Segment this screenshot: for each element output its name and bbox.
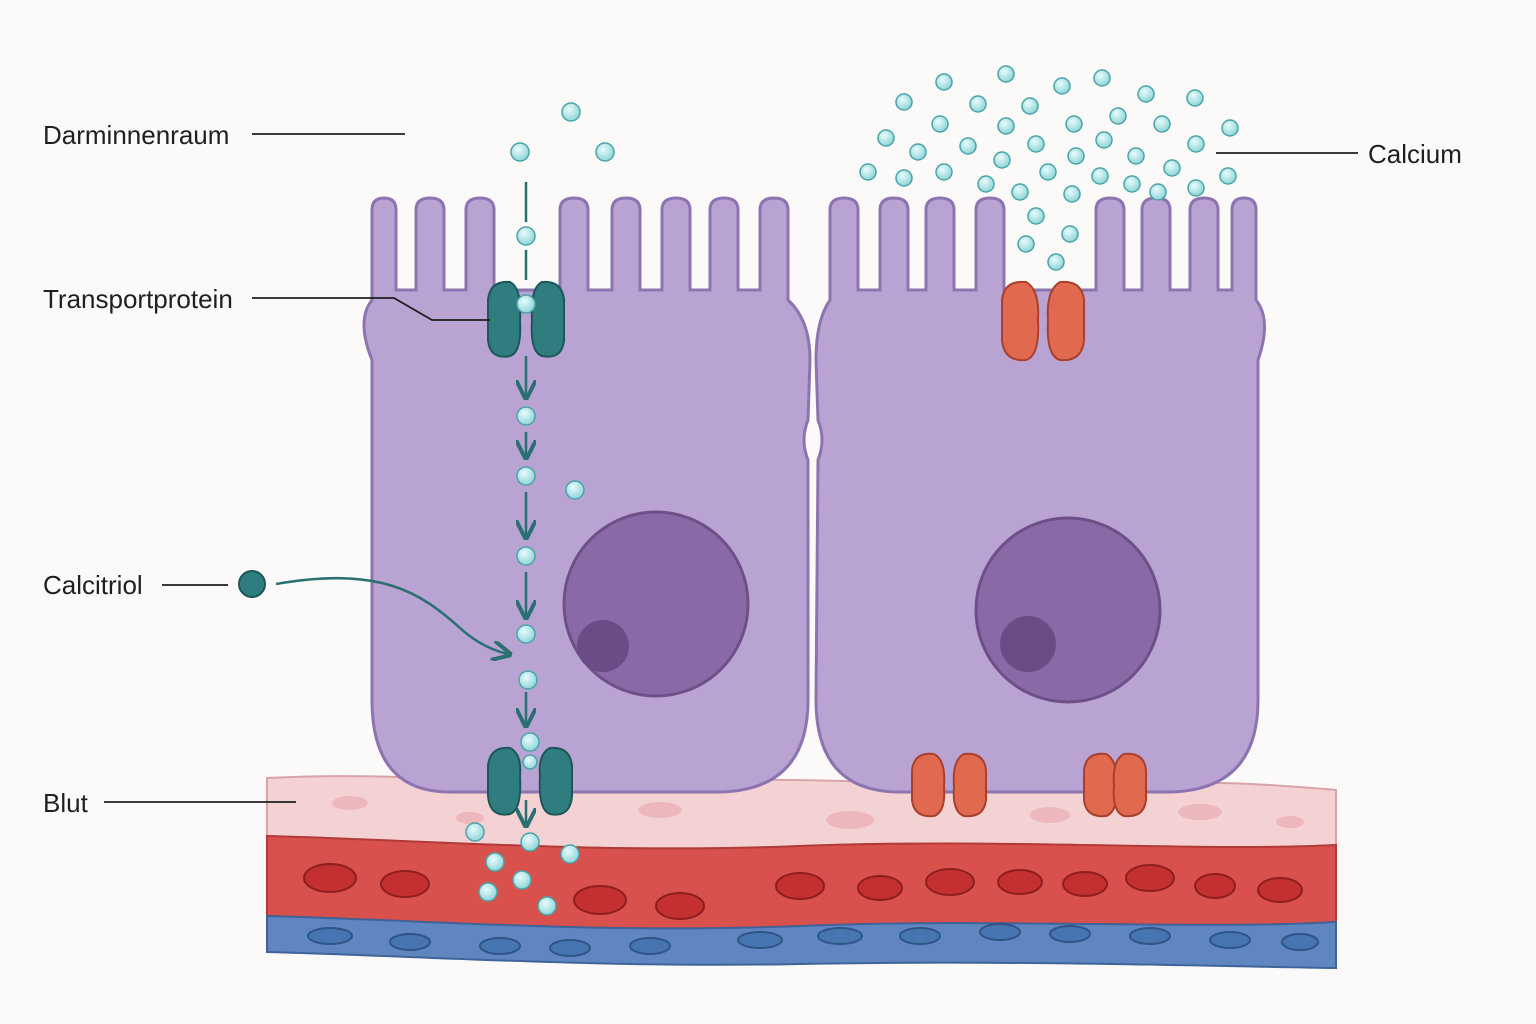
label-lumen: Darminnenraum <box>43 120 230 150</box>
label-blood: Blut <box>43 788 88 818</box>
inactive-transporter-bottom-left <box>911 752 987 818</box>
left-intestinal-cell <box>362 196 812 794</box>
right-nucleolus <box>1000 616 1056 672</box>
transporter-leader <box>252 297 490 321</box>
label-calcitriol: Calcitriol <box>43 570 143 600</box>
calcium-ions <box>465 65 1239 916</box>
label-transporter: Transportprotein <box>43 284 233 314</box>
right-nucleus <box>974 516 1162 704</box>
left-nucleolus <box>577 620 629 672</box>
blood-vessel-layers <box>266 775 1337 970</box>
active-transporter-top <box>487 280 565 358</box>
calcitriol-molecule <box>238 570 266 598</box>
calcitriol-arrow <box>275 576 508 654</box>
label-calcium: Calcium <box>1368 139 1462 169</box>
inactive-transporter-top <box>1001 280 1085 362</box>
red-blood-cells <box>303 863 1303 920</box>
right-intestinal-cell <box>814 196 1267 794</box>
active-transporter-bottom <box>487 746 573 816</box>
tissue-cells <box>332 796 1304 829</box>
right-cell-body <box>814 196 1267 794</box>
left-cell-body <box>362 196 812 794</box>
inactive-transporter-bottom-right <box>1083 752 1147 818</box>
vein-cells <box>307 923 1319 957</box>
leader-lines <box>104 133 1358 803</box>
